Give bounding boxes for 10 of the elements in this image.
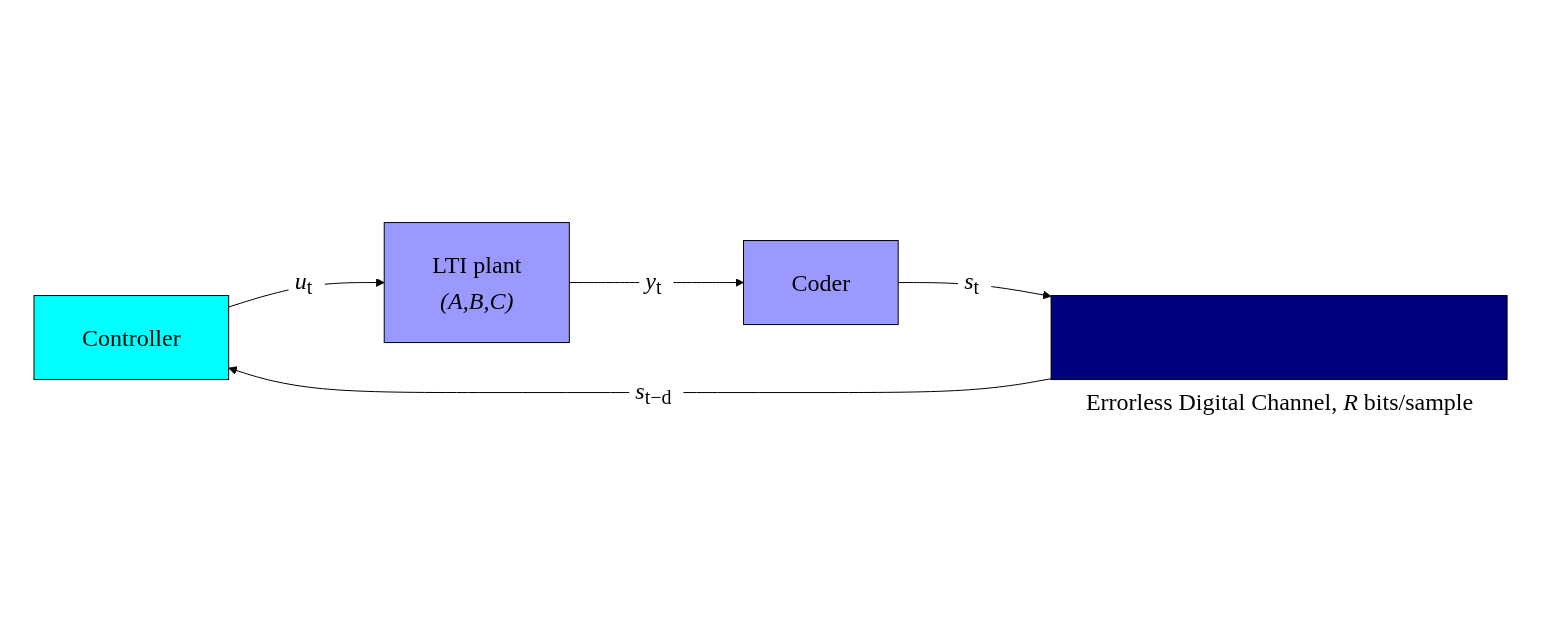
node-box: LTI plant (A,B,C) [384,221,571,343]
edge-label: s$_{t}$ [964,267,980,298]
edge-label: u$_{t}$ [295,267,313,298]
arrow [228,365,1053,393]
channel-caption: Errorless Digital Channel, R bits/sample [1085,389,1474,417]
node-box: Coder [743,239,900,325]
node-box: Controller [33,294,230,380]
edge-label: s$_{t−d}$ [635,377,672,408]
edge-label: y$_{t}$ [645,267,662,298]
node-bar [1051,294,1509,380]
